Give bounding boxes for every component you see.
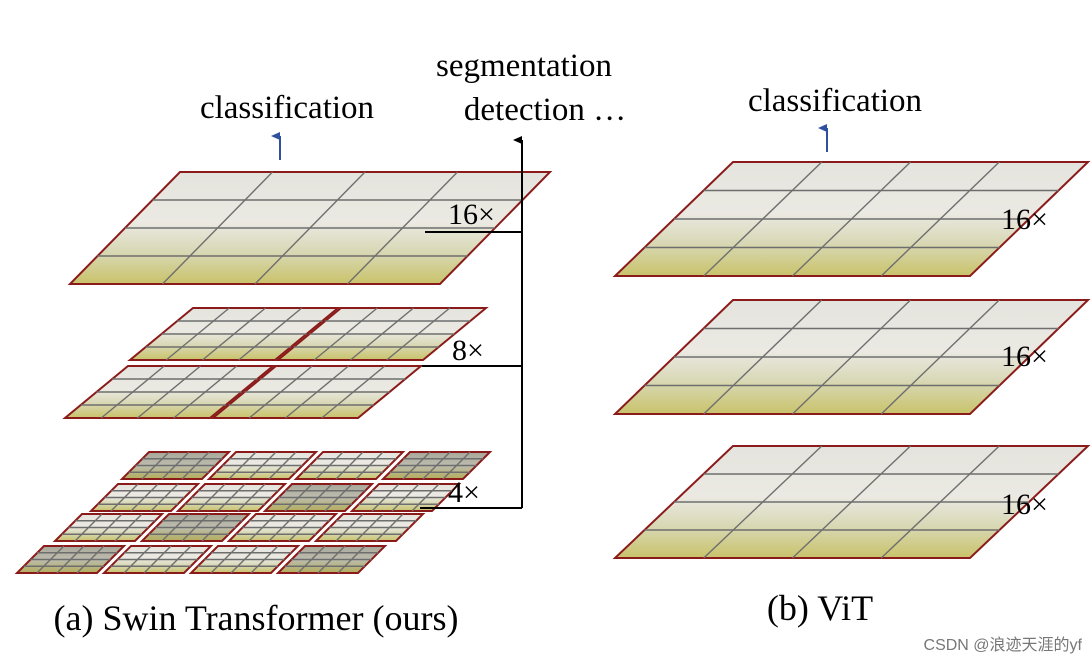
vit-plane-top [612, 161, 1091, 277]
swin-feature-planes [14, 171, 553, 574]
swin-window-8x-1 [127, 307, 341, 361]
vit-scale-label-middle: 16× [1001, 340, 1048, 373]
swin-window-4x-16 [275, 545, 388, 574]
swin-window-4x-10 [139, 513, 252, 542]
vit-scale-label-bottom: 16× [1001, 488, 1048, 521]
tasks-line-1: segmentation [436, 48, 612, 84]
swin-window-8x-4 [210, 365, 424, 419]
swin-transformer-panel: classification segmentation detection … … [14, 48, 626, 638]
swin-caption: (a) Swin Transformer (ours) [54, 598, 459, 638]
tasks-line-2: detection … [464, 92, 626, 128]
swin-window-4x-14 [101, 545, 214, 574]
swin-window-4x-6 [175, 483, 288, 512]
watermark: CSDN @浪迹天涯的yf [924, 636, 1083, 654]
swin-window-8x-2 [275, 307, 489, 361]
swin-scale-label-16x: 16× [448, 198, 495, 231]
vit-classification-label: classification [748, 83, 922, 119]
swin-scale-label-8x: 8× [452, 334, 484, 367]
vit-feature-planes [612, 161, 1091, 559]
swin-window-4x-3 [293, 451, 406, 480]
vit-panel: classification 16× 16× 16× (b) ViT [612, 83, 1091, 628]
swin-window-4x-7 [262, 483, 375, 512]
swin-window-4x-5 [88, 483, 201, 512]
swin-window-8x-3 [62, 365, 276, 419]
swin-window-4x-4 [380, 451, 493, 480]
vit-plane-middle [612, 299, 1091, 415]
swin-window-4x-8 [349, 483, 462, 512]
swin-window-4x-1 [119, 451, 232, 480]
swin-window-4x-11 [226, 513, 339, 542]
vit-scale-label-top: 16× [1001, 203, 1048, 236]
swin-window-4x-9 [52, 513, 165, 542]
vit-caption: (b) ViT [767, 588, 873, 628]
vit-plane-bottom [612, 445, 1091, 559]
swin-classification-label: classification [200, 90, 374, 126]
swin-scale-label-4x: 4× [448, 476, 480, 509]
swin-window-4x-13 [14, 545, 127, 574]
swin-window-4x-2 [206, 451, 319, 480]
swin-plane-16x [67, 171, 553, 285]
swin-window-4x-15 [188, 545, 301, 574]
swin-window-4x-12 [313, 513, 426, 542]
